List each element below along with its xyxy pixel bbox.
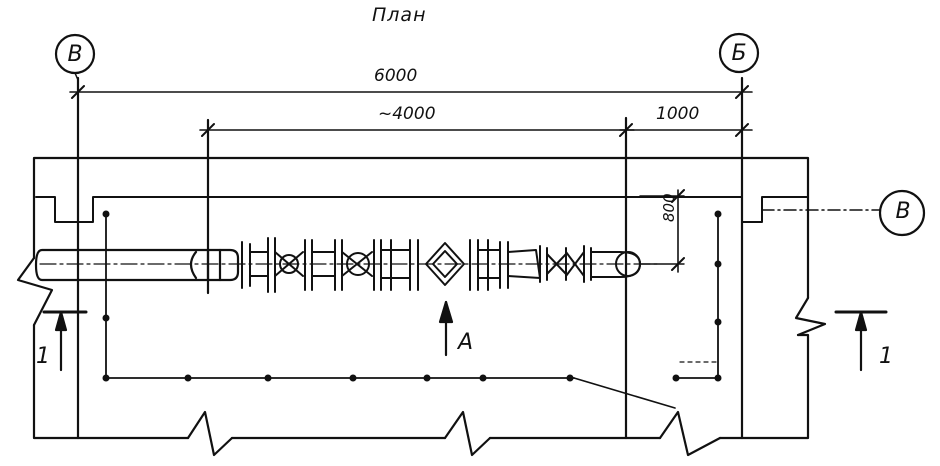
gate-valve xyxy=(346,252,370,276)
pipe-stub-left xyxy=(34,248,240,282)
break-line-bottom-2 xyxy=(443,410,492,457)
channel-outline xyxy=(35,196,809,223)
axis-label-right: Б xyxy=(731,41,747,66)
section-label-left: 1 xyxy=(36,344,50,369)
dimension-approx-run: ~4000 xyxy=(378,104,436,124)
leader-line xyxy=(573,377,676,409)
break-line-bottom-1 xyxy=(186,410,234,457)
meter-body xyxy=(507,249,541,279)
break-line-left xyxy=(16,256,54,327)
dimension-height: 800 xyxy=(660,193,678,222)
view-marker-label: А xyxy=(458,330,474,355)
axis-label-right-side: В xyxy=(895,199,911,224)
dimension-overall: 6000 xyxy=(374,66,418,86)
section-label-right: 1 xyxy=(879,344,893,369)
dimension-offset: 1000 xyxy=(656,104,700,124)
strainer xyxy=(425,242,465,286)
axis-bubble-b-right xyxy=(718,32,760,74)
check-valve xyxy=(279,254,299,274)
wall-outline xyxy=(32,156,810,440)
valve-assembly xyxy=(241,237,641,293)
drawing-title: План xyxy=(372,4,427,26)
break-line-bottom-3 xyxy=(658,410,722,457)
axis-label-left: В xyxy=(67,42,83,67)
break-line-right xyxy=(794,296,827,337)
axis-bubble-v-right xyxy=(878,189,926,237)
